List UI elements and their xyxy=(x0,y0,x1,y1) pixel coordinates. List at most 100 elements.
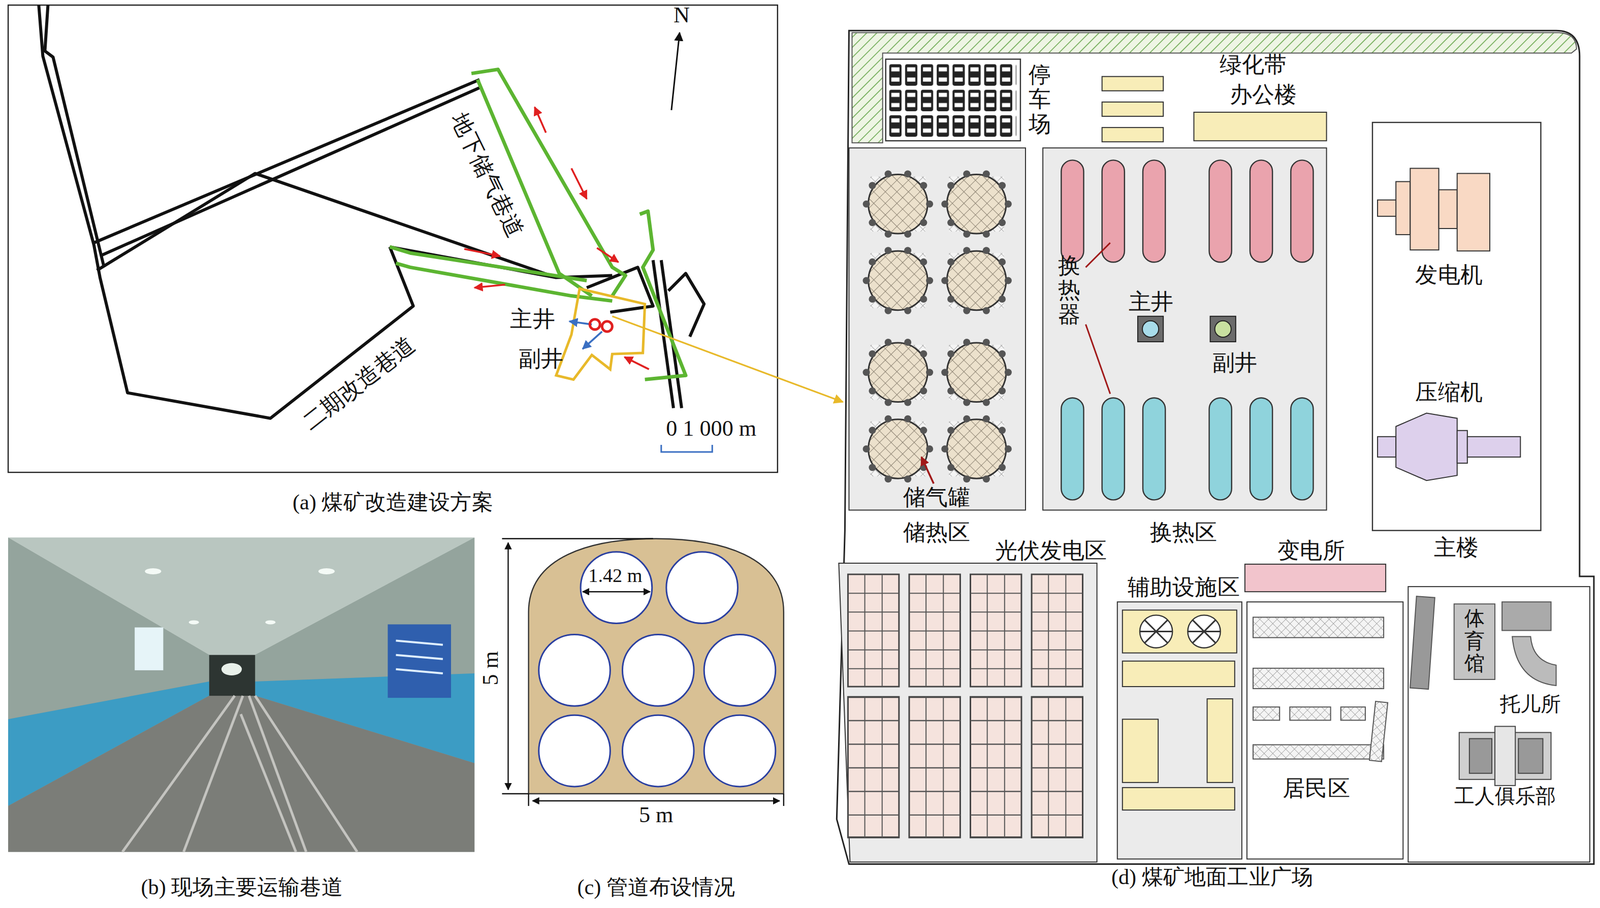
residential-zone xyxy=(1253,668,1384,689)
annotation-label: 5 m xyxy=(638,803,674,828)
parking-lot xyxy=(885,59,1021,142)
storage-roadway xyxy=(395,263,613,301)
flow-arrow xyxy=(464,107,650,370)
tunnel-photo xyxy=(254,695,358,852)
dimension-line xyxy=(501,538,653,540)
scale-bar xyxy=(661,444,713,453)
main-building xyxy=(1377,200,1398,217)
annotation-label: (c) 管道布设情况 xyxy=(577,876,735,900)
residential-zone xyxy=(1369,701,1388,762)
storage-zone xyxy=(921,457,934,484)
flow-arrow xyxy=(464,248,500,256)
storage-zone xyxy=(848,147,1026,510)
square-boundary xyxy=(836,30,1594,864)
main-building xyxy=(1467,436,1521,458)
shaft-arrow xyxy=(569,321,602,349)
residential-zone xyxy=(1253,617,1384,638)
zone-box: 办公楼 xyxy=(1193,112,1327,141)
dimension-line xyxy=(507,542,509,790)
zone-label: 绿化带 xyxy=(1219,52,1288,78)
residential-zone xyxy=(1340,707,1366,721)
heat-exchange-zone xyxy=(1250,397,1273,500)
heat-exchange-zone xyxy=(1085,242,1111,394)
main-building xyxy=(1438,189,1458,229)
storage-roadway xyxy=(389,69,686,380)
residential-zone xyxy=(1253,707,1280,721)
scale-bar xyxy=(661,444,713,453)
heat-exchange-zone xyxy=(1210,316,1236,342)
zone-box: 储热区 xyxy=(848,147,1026,510)
tunnel-photo xyxy=(265,620,276,625)
main-building xyxy=(1395,181,1411,235)
annotation-label: 托儿所 xyxy=(1499,692,1562,716)
zone-label: 办公楼 xyxy=(1229,82,1298,108)
zoom-arrow xyxy=(612,316,843,403)
roadway-section xyxy=(580,552,653,624)
zone-label: 光伏发电区 xyxy=(995,538,1108,564)
tunnel-photo xyxy=(209,655,255,696)
heat-exchange-zone xyxy=(1214,321,1232,338)
public-buildings xyxy=(1410,596,1435,690)
zone-box: 绿化带 xyxy=(851,32,1566,53)
tunnel-photo xyxy=(8,695,475,852)
tunnel-photo xyxy=(221,663,242,676)
annotation-label: 主井 xyxy=(509,306,555,332)
residential-zone xyxy=(1253,745,1384,760)
north-arrow xyxy=(671,32,680,111)
zone-box: 居民区 xyxy=(1246,601,1403,859)
storage-roadway xyxy=(389,246,587,281)
north-arrow xyxy=(671,32,680,111)
roadway-section xyxy=(538,715,611,787)
pv-zone xyxy=(847,574,899,687)
auxiliary-zone xyxy=(1122,661,1235,687)
zone-box: 停车场 xyxy=(885,59,1021,142)
storage-zone xyxy=(941,338,1012,407)
annotation-label: 发电机 xyxy=(1415,263,1483,288)
annotation-label: 5 m xyxy=(478,651,504,686)
flow-arrow xyxy=(534,107,547,133)
shaft-marker xyxy=(589,319,600,330)
site-outline xyxy=(556,289,646,380)
auxiliary-zone xyxy=(1122,661,1235,811)
zone-box: 换热区主井副井 xyxy=(1042,147,1327,510)
public-buildings xyxy=(1454,603,1495,680)
tunnel-photo xyxy=(8,537,475,853)
heat-exchange-zone xyxy=(1061,397,1084,500)
heat-exchange-zone xyxy=(1137,316,1164,342)
auxiliary-zone xyxy=(1187,630,1221,633)
auxiliary-zone xyxy=(1139,620,1221,643)
zone-label: 变电所 xyxy=(1277,538,1346,564)
storage-zone xyxy=(862,246,934,315)
residential-zone xyxy=(1289,707,1331,721)
tunnel-photo xyxy=(254,537,475,682)
heat-exchange-zone xyxy=(1142,397,1166,500)
old-roadway xyxy=(97,173,613,278)
main-building xyxy=(1395,413,1458,482)
roadway-section xyxy=(622,634,694,707)
main-building xyxy=(1457,173,1490,252)
residential-zone xyxy=(1253,617,1388,762)
zoom-arrow xyxy=(612,316,843,403)
tunnel-photo xyxy=(122,695,235,852)
roadway-section xyxy=(704,634,776,707)
annotation-label: 工人俱乐部 xyxy=(1454,784,1557,808)
substation xyxy=(1244,564,1386,592)
old-roadway xyxy=(44,5,105,268)
auxiliary-zone xyxy=(1139,615,1221,648)
main-building xyxy=(1377,436,1396,458)
heat-exchange-zone xyxy=(1290,160,1314,263)
office-building xyxy=(1102,76,1164,91)
tunnel-photo xyxy=(183,695,244,852)
roadway-section xyxy=(622,715,694,787)
main-building xyxy=(1457,430,1468,464)
map-panel xyxy=(8,5,778,473)
public-buildings xyxy=(1501,601,1551,631)
roadway-section xyxy=(704,715,776,787)
zone-label: 副井 xyxy=(1212,350,1258,376)
zone-label: 储热区 xyxy=(903,520,971,546)
public-buildings xyxy=(1512,636,1556,686)
annotation-label: 储气罐 xyxy=(903,485,971,511)
zone-box: 副井 xyxy=(1210,316,1236,342)
annotation-label: (a) 煤矿改造建设方案 xyxy=(292,491,494,515)
